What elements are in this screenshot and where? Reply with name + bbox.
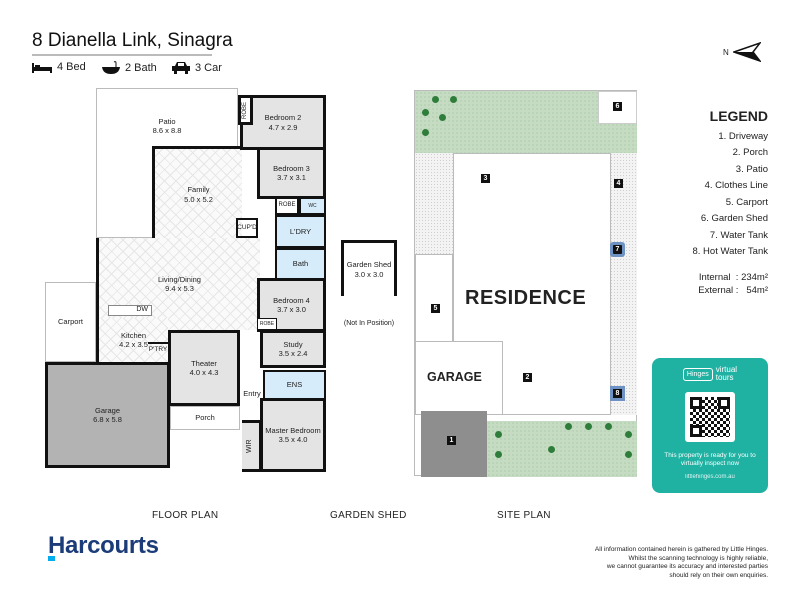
bath-count: 2 Bath [125, 62, 157, 74]
tours-title: tours [715, 373, 734, 382]
legend-item: 2. Porch [732, 147, 768, 158]
bath-icon [102, 61, 120, 74]
north-label: N [723, 47, 729, 57]
walk-in-robe: WIR [242, 420, 262, 472]
north-compass: N [723, 42, 761, 62]
disclaimer: All information contained herein is gath… [595, 546, 768, 580]
property-address: 8 Dianella Link, Sinagra [32, 30, 233, 51]
legend-item: 3. Patio [735, 163, 768, 175]
disclaimer-line: All information contained herein is gath… [594, 546, 768, 553]
disclaimer-line: should rely on their own enquiries. [669, 571, 768, 579]
wc: WC [299, 197, 326, 215]
ensuite: ENS [263, 370, 326, 400]
external-area: External : 54m² [698, 284, 768, 296]
tree-icon [565, 423, 572, 430]
front-garden [487, 421, 637, 477]
bed-icon [32, 63, 52, 73]
title-divider [32, 54, 212, 56]
tree-icon [495, 451, 502, 458]
internal-area: Internal : 234m² [698, 271, 768, 283]
tree-icon [605, 423, 612, 430]
carport-area [415, 254, 453, 344]
legend-item: 5. Carport [725, 196, 768, 208]
feature-bed: 4 Bed [32, 61, 86, 73]
legend-item: 7. Water Tank [709, 229, 768, 241]
garden-shed-caption: GARDEN SHED [330, 510, 407, 521]
site-plan-caption: SITE PLAN [497, 510, 551, 521]
legend: LEGEND 1. Driveway 2. Porch 3. Patio 4. … [692, 108, 768, 297]
entry: Entry [243, 389, 261, 399]
tree-icon [625, 451, 632, 458]
tree-icon [422, 129, 429, 136]
pantry: P'TRY [148, 342, 168, 356]
tree-icon [450, 96, 457, 103]
hinges-brand: Hinges [682, 367, 713, 381]
bed-count: 4 Bed [57, 61, 86, 73]
tour-message: This property is ready for you to virtua… [664, 452, 756, 467]
north-arrow-icon [732, 42, 761, 62]
tree-icon [585, 423, 592, 430]
tree-icon [432, 96, 439, 103]
carport: Carport [45, 282, 96, 362]
marker-4: 4 [614, 179, 623, 188]
marker-8: 8 [613, 389, 622, 398]
room-bath: Bath [275, 248, 326, 280]
car-icon [172, 62, 190, 74]
legend-item: 4. Clothes Line [704, 180, 768, 191]
robe-bedroom-4: ROBE [257, 318, 277, 330]
disclaimer-line: we cannot guarantee its accuracy and int… [606, 563, 768, 570]
legend-item: 1. Driveway [718, 130, 768, 142]
legend-item: 6. Garden Shed [700, 213, 768, 224]
porch: Porch [170, 406, 240, 430]
legend-item: 8. Hot Water Tank [692, 246, 768, 257]
tree-icon [548, 446, 555, 453]
virtual-title: virtual [715, 365, 738, 374]
tree-icon [625, 431, 632, 438]
floor-plan-caption: FLOOR PLAN [152, 510, 219, 521]
marker-7: 7 [613, 245, 622, 254]
tour-url[interactable]: littlehinges.com.au [685, 474, 735, 480]
tree-icon [439, 114, 446, 121]
harcourts-logo: Harcourts [48, 532, 159, 559]
dishwasher: DW [108, 305, 152, 316]
site-plan: RESIDENCE GARAGE 1 2 3 4 5 6 7 8 [414, 90, 637, 477]
disclaimer-line: Whilst the scanning technology is highly… [628, 554, 768, 562]
feature-bath: 2 Bath [102, 61, 157, 75]
garage-area [415, 341, 503, 415]
tree-icon [422, 109, 429, 116]
residence-label: RESIDENCE [465, 287, 587, 309]
garage-label: GARAGE [427, 370, 482, 384]
room-laundry: L'DRY [275, 215, 326, 248]
robe-laundry: ROBE [275, 197, 299, 215]
robe-bedroom-2: ROBE [238, 95, 253, 125]
marker-6: 6 [613, 102, 622, 111]
car-count: 3 Car [195, 61, 222, 74]
marker-5: 5 [431, 304, 440, 313]
legend-title: LEGEND [709, 108, 768, 124]
tree-icon [495, 431, 502, 438]
cupboard: CUP'D [236, 218, 258, 238]
harcourts-logo-mark [48, 556, 55, 561]
marker-2: 2 [523, 373, 532, 382]
marker-1: 1 [447, 436, 456, 445]
qr-code[interactable] [685, 392, 735, 442]
marker-3: 3 [481, 174, 490, 183]
feature-car: 3 Car [172, 61, 222, 74]
garden-shed-note: (Not In Position) [343, 320, 395, 327]
